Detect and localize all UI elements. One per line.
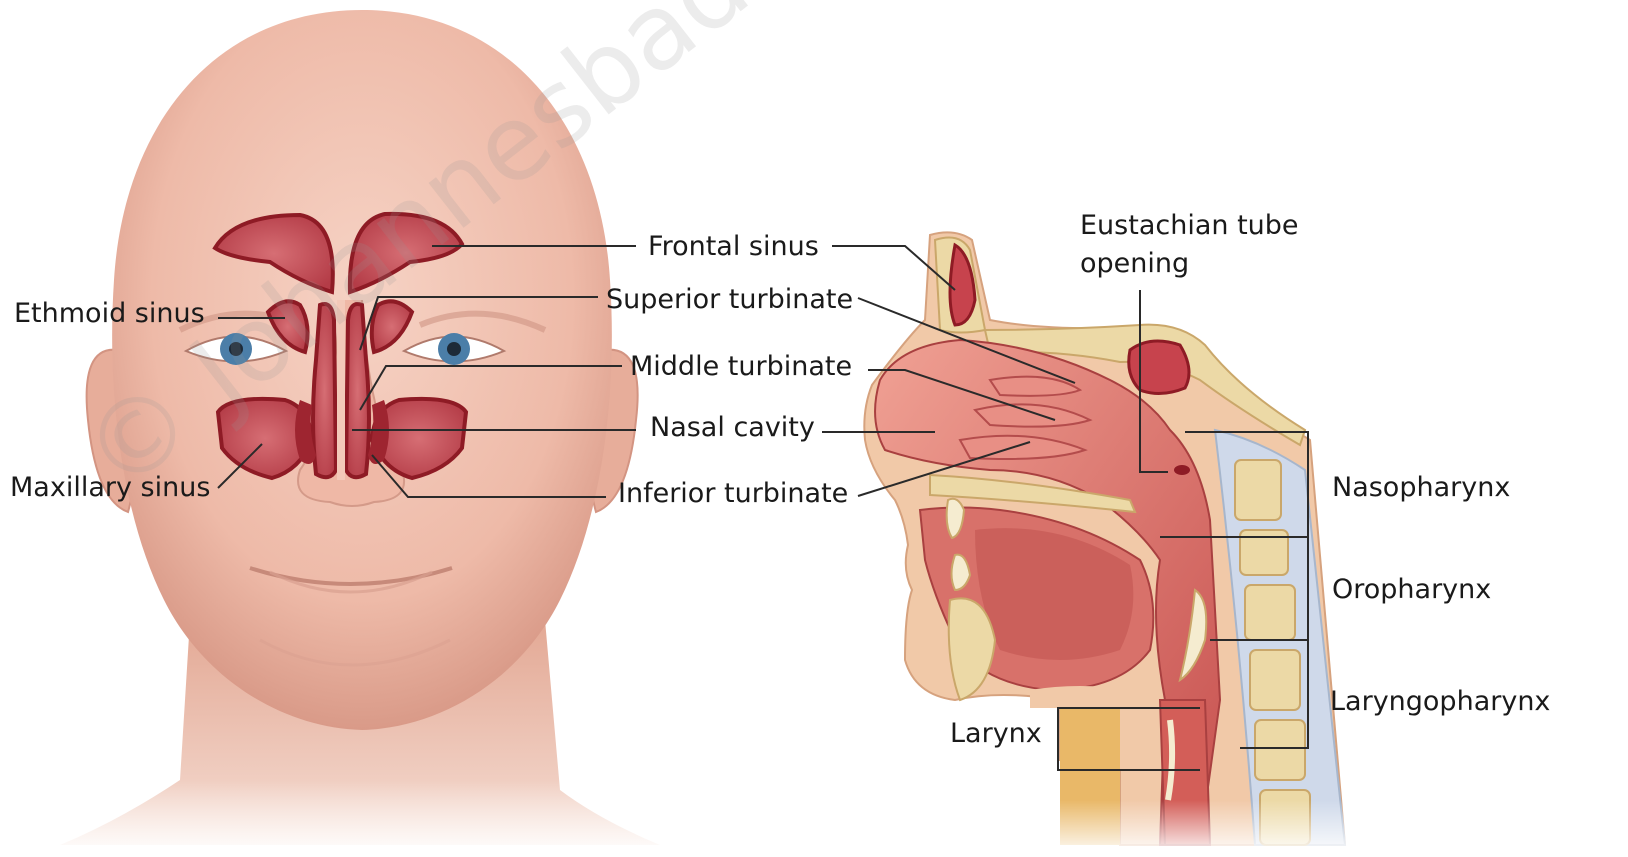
label-maxillary-sinus: Maxillary sinus [10,474,210,501]
label-frontal-sinus: Frontal sinus [648,233,819,260]
label-oropharynx: Oropharynx [1332,576,1491,603]
label-eustachian-tube-line2: opening [1080,250,1189,277]
label-superior-turbinate: Superior turbinate [606,286,853,313]
face-front [40,10,680,857]
label-nasopharynx: Nasopharynx [1332,474,1510,501]
label-eustachian-tube-line1: Eustachian tube [1080,212,1299,239]
label-larynx: Larynx [950,720,1042,747]
label-laryngopharynx: Laryngopharynx [1330,688,1550,715]
label-nasal-cavity: Nasal cavity [650,414,815,441]
nasal-septum-shape [313,300,369,480]
label-inferior-turbinate: Inferior turbinate [618,480,848,507]
label-ethmoid-sinus: Ethmoid sinus [14,300,205,327]
label-middle-turbinate: Middle turbinate [630,353,852,380]
